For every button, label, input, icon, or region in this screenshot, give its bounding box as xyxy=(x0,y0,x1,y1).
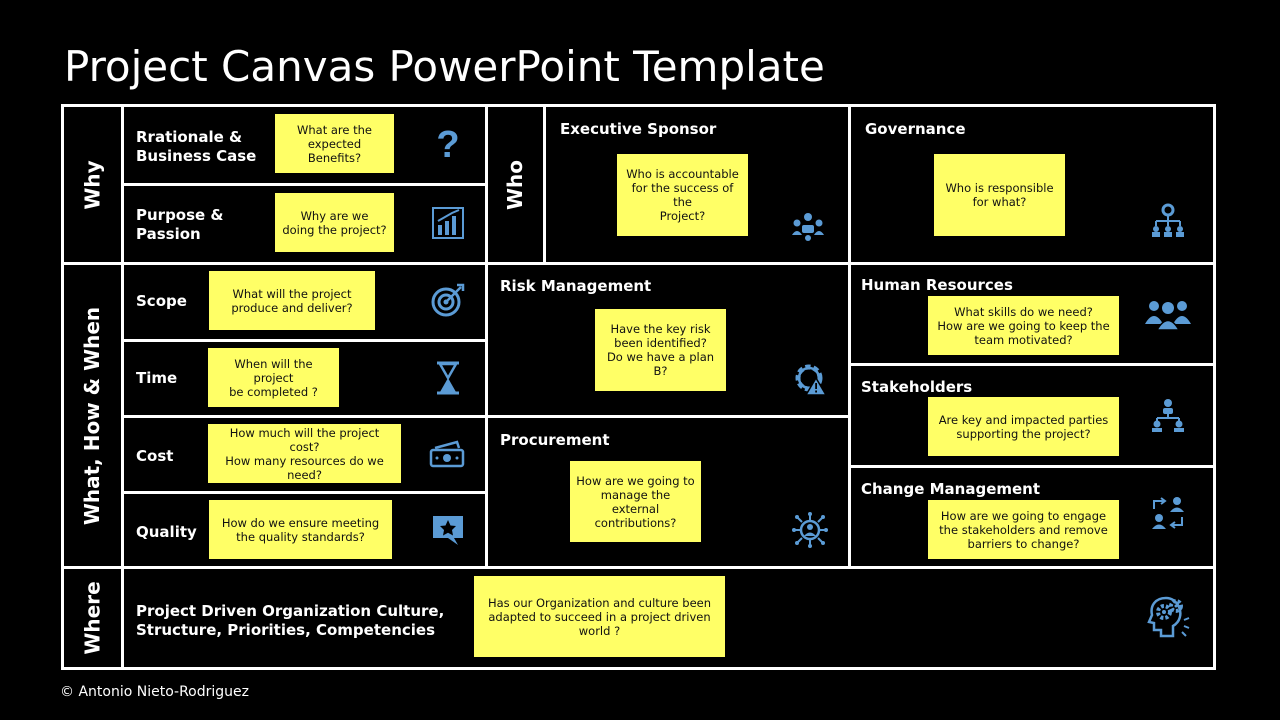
purpose-note: Why are we doing the project? xyxy=(275,193,394,252)
executive-sponsor-note: Who is accountable for the success of th… xyxy=(617,154,748,236)
divider-risk-procurement xyxy=(485,415,851,418)
category-who: Who xyxy=(503,159,528,210)
frame-bottom xyxy=(61,667,1216,670)
executive-sponsor-label: Executive Sponsor xyxy=(560,120,717,138)
cost-label: Cost xyxy=(136,447,174,465)
frame-top xyxy=(61,104,1216,107)
star-badge-icon xyxy=(430,512,466,548)
change-management-label: Change Management xyxy=(861,480,1041,498)
human-resources-note: What skills do we need? How are we going… xyxy=(928,296,1119,355)
hourglass-icon xyxy=(430,360,466,396)
divider-rationale-purpose xyxy=(121,183,487,186)
question-icon: ? xyxy=(430,126,466,162)
target-icon xyxy=(430,282,466,318)
culture-label: Project Driven Organization Culture, Str… xyxy=(136,602,445,639)
rationale-note: What are the expected Benefits? xyxy=(275,114,394,173)
stakeholders-note: Are key and impacted parties supporting … xyxy=(928,397,1119,456)
procurement-label: Procurement xyxy=(500,431,610,449)
frame-left xyxy=(61,104,64,670)
rationale-label: Rrationale & Business Case xyxy=(136,128,257,165)
risk-management-note: Have the key risk been identified? Do we… xyxy=(595,309,726,391)
time-label: Time xyxy=(136,369,178,387)
head-gears-icon xyxy=(1146,594,1190,638)
quality-label: Quality xyxy=(136,523,197,541)
copyright: © Antonio Nieto-Rodriguez xyxy=(60,684,249,700)
divider-scope-time xyxy=(121,339,487,342)
quality-note: How do we ensure meeting the quality sta… xyxy=(209,500,392,559)
team-meeting-icon xyxy=(790,208,826,244)
category-what-how-when: What, How & When xyxy=(80,306,105,525)
bar-chart-icon xyxy=(430,205,466,241)
people-group-icon xyxy=(1143,296,1193,332)
divider-hr-stakeholders xyxy=(848,363,1216,366)
money-icon xyxy=(429,438,465,474)
governance-note: Who is responsible for what? xyxy=(934,154,1065,236)
divider-left-middle xyxy=(485,104,488,569)
page-title: Project Canvas PowerPoint Template xyxy=(64,42,825,91)
cost-note: How much will the project cost? How many… xyxy=(208,424,401,483)
human-resources-label: Human Resources xyxy=(861,276,1013,294)
divider-what-where xyxy=(61,566,1216,569)
scope-note: What will the project produce and delive… xyxy=(209,271,375,330)
network-person-icon xyxy=(792,512,828,548)
scope-label: Scope xyxy=(136,292,187,310)
divider-middle-right xyxy=(848,104,851,569)
change-management-note: How are we going to engage the stakehold… xyxy=(928,500,1119,559)
divider-category-column xyxy=(121,104,124,670)
category-why: Why xyxy=(80,159,105,210)
risk-management-label: Risk Management xyxy=(500,277,652,295)
svg-text:?: ? xyxy=(436,126,459,162)
divider-why-what xyxy=(61,262,1216,265)
divider-cost-quality xyxy=(121,491,487,494)
procurement-note: How are we going to manage the external … xyxy=(570,461,701,542)
divider-time-cost xyxy=(121,415,487,418)
category-where: Where xyxy=(80,581,105,655)
divider-stakeholders-change xyxy=(848,465,1216,468)
time-note: When will the project be completed ? xyxy=(208,348,339,407)
culture-note: Has our Organization and culture been ad… xyxy=(474,576,725,657)
purpose-label: Purpose & Passion xyxy=(136,206,224,243)
person-swap-icon xyxy=(1150,495,1186,531)
divider-who-label xyxy=(543,104,546,264)
governance-label: Governance xyxy=(865,120,966,138)
hierarchy-icon xyxy=(1150,397,1186,433)
stakeholders-label: Stakeholders xyxy=(861,378,973,396)
gear-warning-icon xyxy=(792,360,828,396)
frame-right xyxy=(1213,104,1216,670)
org-chart-icon xyxy=(1150,202,1186,238)
